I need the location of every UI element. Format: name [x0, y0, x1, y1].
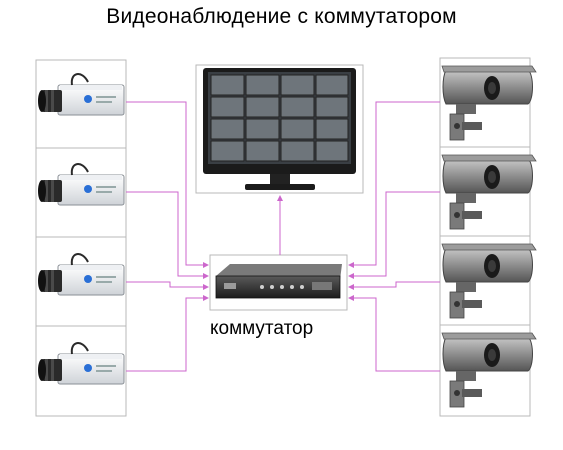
monitor [203, 68, 356, 190]
switch-label: коммутатор [210, 318, 314, 339]
wires-right [348, 101, 440, 372]
switch-device [215, 264, 342, 299]
wires-left [126, 101, 209, 372]
diagram-title: Видеонаблюдение с коммутатором [106, 5, 457, 28]
